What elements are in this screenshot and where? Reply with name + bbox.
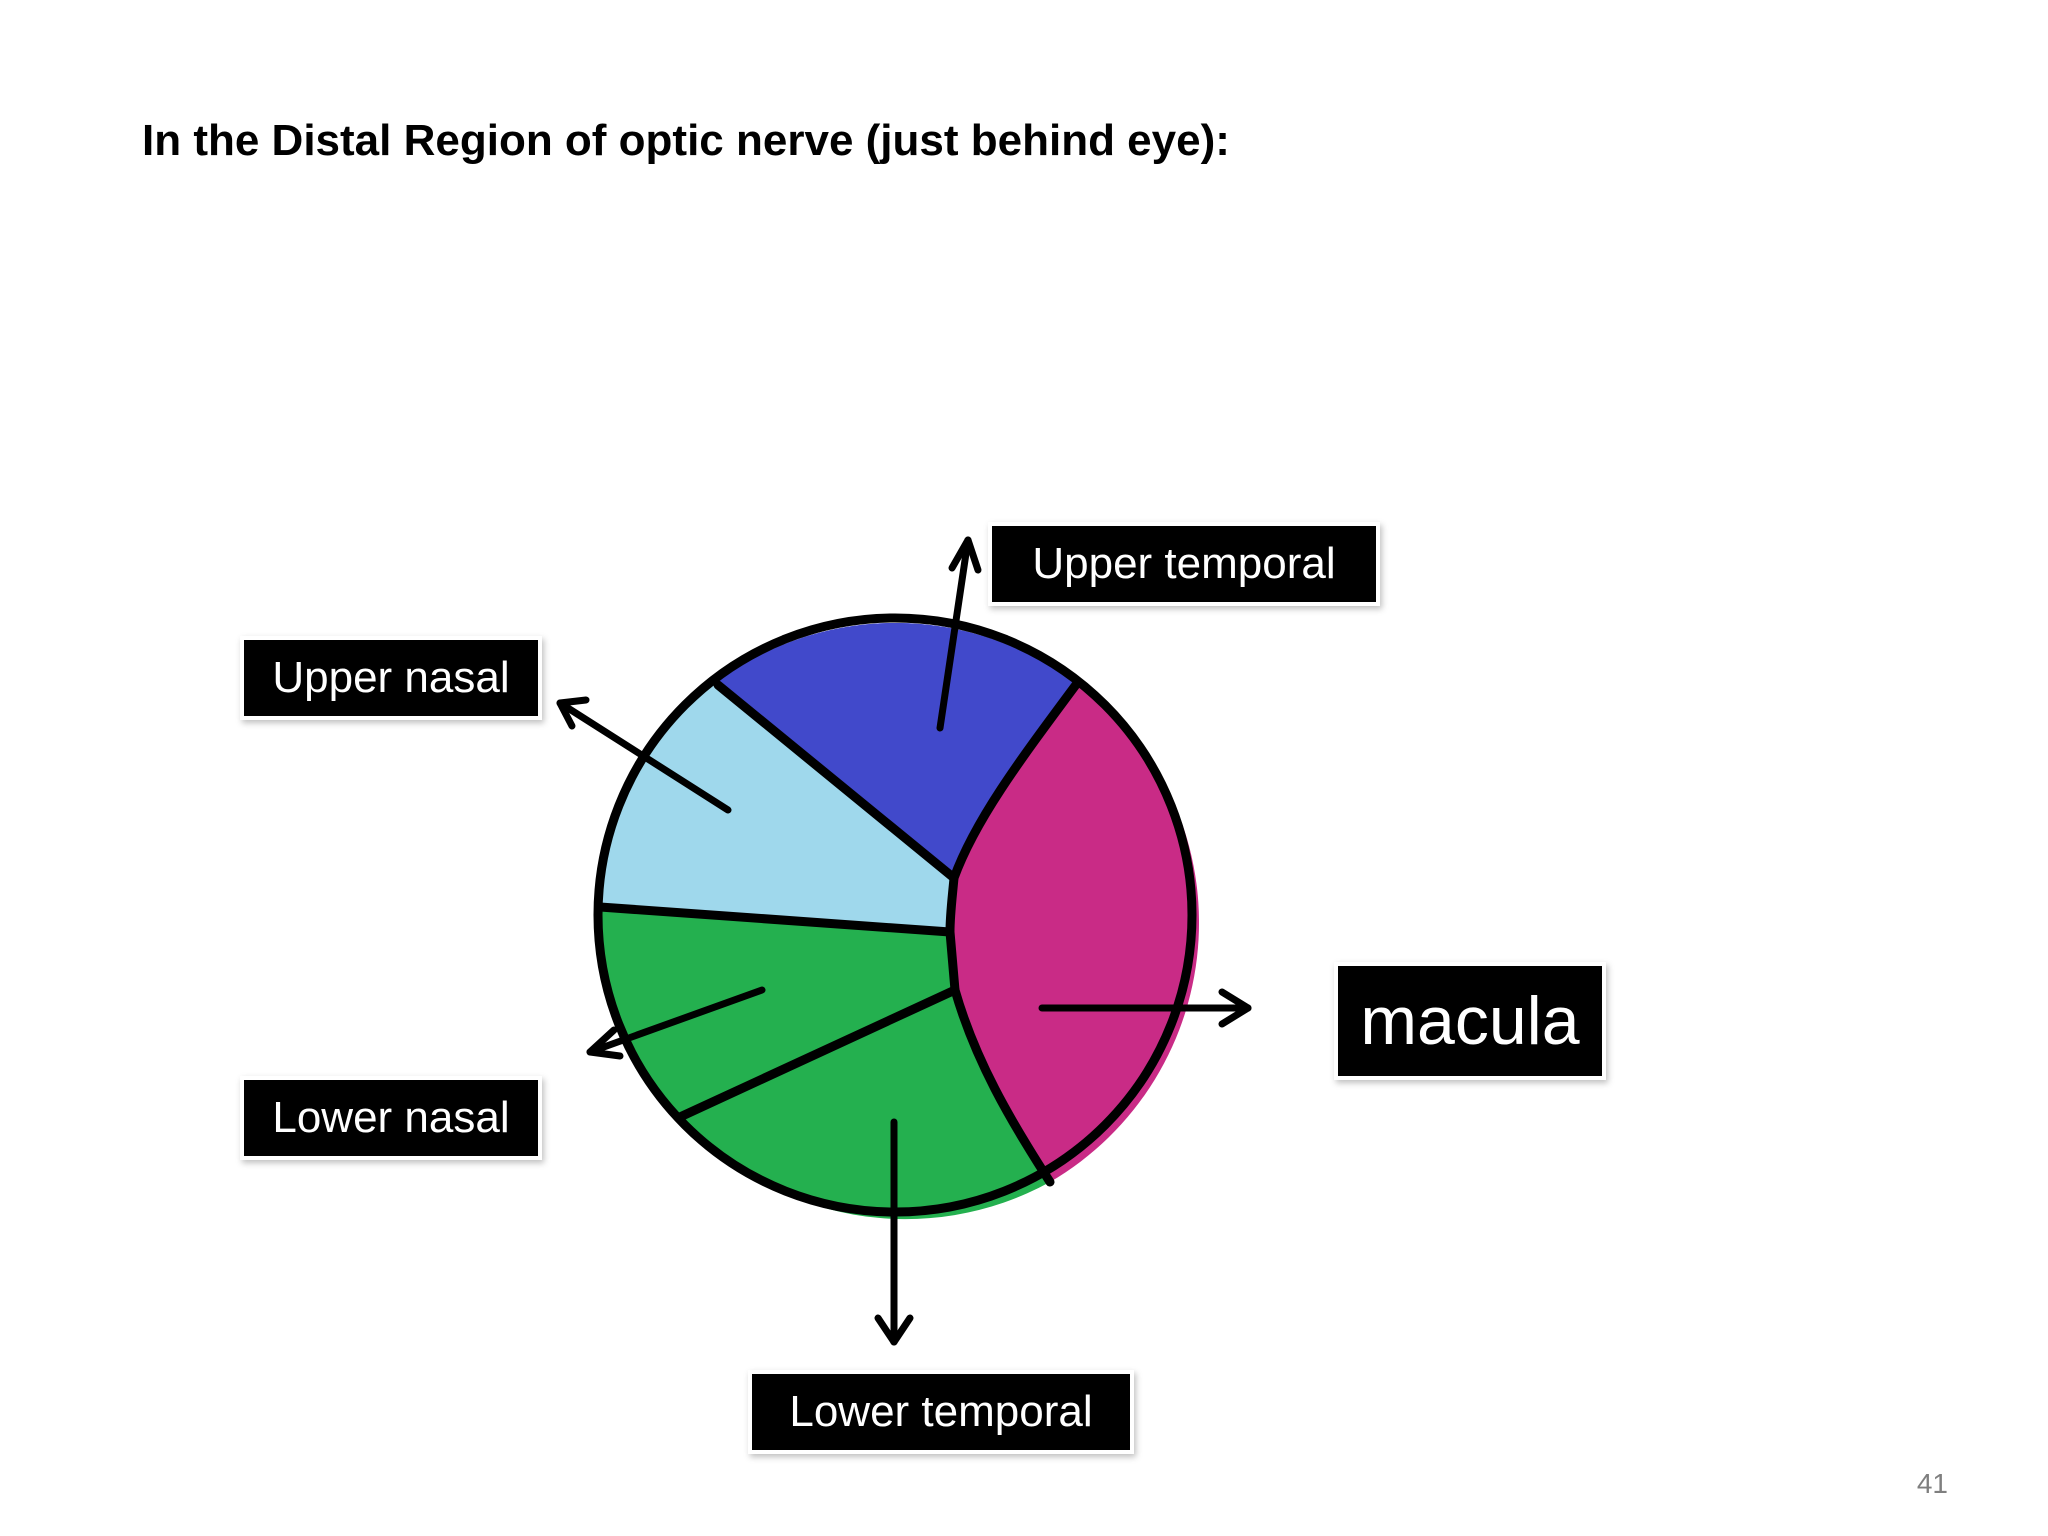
- arrow-upper-temporal: [936, 536, 982, 732]
- label-upper-temporal: Upper temporal: [992, 526, 1376, 602]
- sector-upper-nasal: [600, 681, 954, 932]
- label-lower-temporal: Lower temporal: [752, 1374, 1130, 1450]
- arrow-macula: [1038, 988, 1252, 1028]
- label-macula: macula: [1338, 966, 1602, 1076]
- sector-lower-nasal: [599, 907, 955, 1117]
- page-number: 41: [1916, 1468, 1948, 1499]
- sector-dividers: [595, 677, 1083, 1187]
- slide-title: In the Distal Region of optic nerve (jus…: [142, 116, 1230, 165]
- sector-lower-temporal: [680, 990, 1050, 1220]
- arrow-upper-nasal: [556, 696, 732, 814]
- arrow-lower-nasal: [586, 986, 766, 1060]
- sector-macula: [950, 682, 1200, 1182]
- label-lower-nasal: Lower nasal: [244, 1080, 538, 1156]
- label-upper-nasal: Upper nasal: [244, 640, 538, 716]
- arrows: [556, 536, 1252, 1346]
- arrow-lower-temporal: [874, 1118, 914, 1346]
